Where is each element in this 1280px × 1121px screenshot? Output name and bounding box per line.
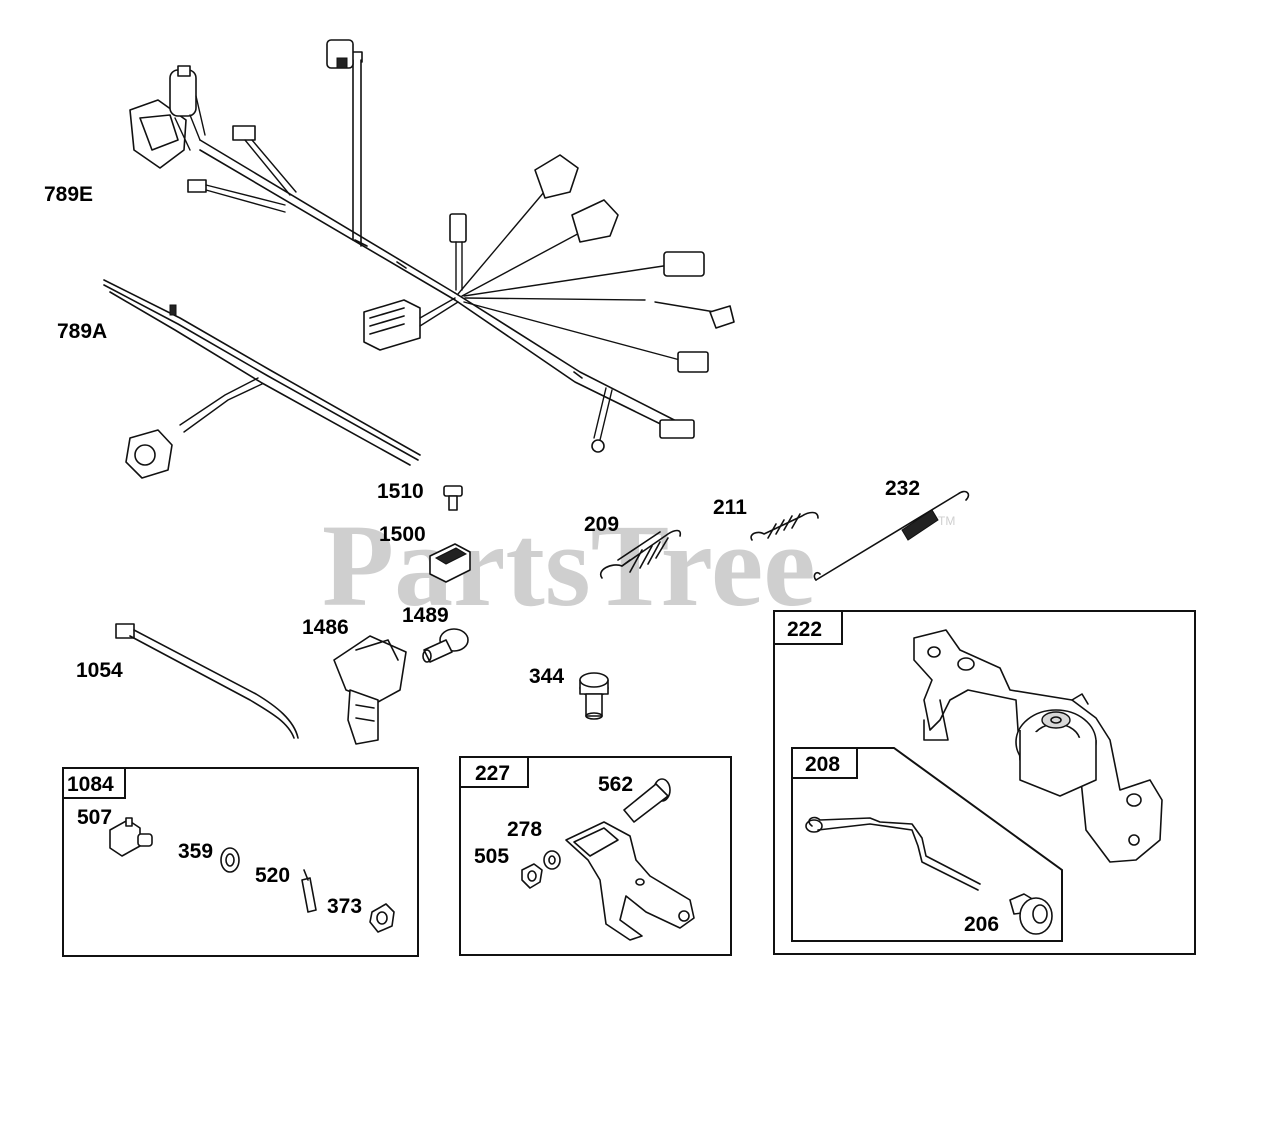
kit-222-label: 222 bbox=[787, 618, 822, 641]
watermark: PartsTree TM bbox=[322, 500, 955, 631]
nut-505[interactable] bbox=[521, 863, 543, 889]
kit-1084-label: 1084 bbox=[67, 773, 114, 796]
cable-tie-1054[interactable] bbox=[115, 623, 299, 739]
watermark-trademark: TM bbox=[938, 514, 955, 528]
callout-373: 373 bbox=[327, 895, 362, 918]
callout-278: 278 bbox=[507, 818, 542, 841]
callout-206: 206 bbox=[964, 913, 999, 936]
nut-373[interactable] bbox=[369, 903, 395, 933]
callout-789A: 789A bbox=[57, 320, 107, 343]
bolt-344[interactable] bbox=[579, 672, 609, 720]
bracket-lever[interactable] bbox=[565, 821, 695, 941]
kit-1084-box[interactable]: 1084 bbox=[62, 767, 419, 957]
callout-520: 520 bbox=[255, 864, 290, 887]
kit-227-label: 227 bbox=[475, 762, 510, 785]
bolt-1489[interactable] bbox=[422, 628, 469, 663]
spring-232[interactable] bbox=[813, 490, 970, 581]
callout-1510: 1510 bbox=[377, 480, 424, 503]
callout-232: 232 bbox=[885, 477, 920, 500]
callout-1054: 1054 bbox=[76, 659, 123, 682]
kit-222-box[interactable]: 222 208 bbox=[773, 610, 1196, 955]
main-wiring-harness[interactable] bbox=[129, 39, 735, 453]
screw-1510[interactable] bbox=[443, 485, 463, 511]
clip-520[interactable] bbox=[301, 869, 317, 913]
sensor-1486[interactable] bbox=[333, 635, 407, 745]
spring-209[interactable] bbox=[599, 529, 682, 579]
callout-507: 507 bbox=[77, 806, 112, 829]
callout-209: 209 bbox=[584, 513, 619, 536]
callout-211: 211 bbox=[713, 496, 747, 519]
watermark-text: PartsTree bbox=[322, 500, 816, 631]
lock-washer-359[interactable] bbox=[220, 847, 240, 873]
callout-1489: 1489 bbox=[402, 604, 449, 627]
switch-507[interactable] bbox=[109, 817, 153, 857]
kit-208-label: 208 bbox=[805, 753, 840, 776]
knob-206[interactable] bbox=[1009, 893, 1053, 935]
kit-208-box[interactable]: 208 bbox=[791, 747, 1063, 942]
callout-359: 359 bbox=[178, 840, 213, 863]
callout-1486: 1486 bbox=[302, 616, 349, 639]
callout-1500: 1500 bbox=[379, 523, 426, 546]
callout-789E: 789E bbox=[44, 183, 93, 206]
callout-344: 344 bbox=[529, 665, 564, 688]
pin-562[interactable] bbox=[623, 778, 671, 823]
callout-562: 562 bbox=[598, 773, 633, 796]
kit-227-box[interactable]: 227 bbox=[459, 756, 732, 956]
secondary-wiring-harness[interactable] bbox=[103, 279, 421, 479]
link-rod[interactable] bbox=[805, 816, 981, 891]
governor-assembly[interactable] bbox=[913, 629, 1163, 863]
connector-1500[interactable] bbox=[429, 543, 471, 583]
spring-211[interactable] bbox=[750, 511, 819, 541]
callout-505: 505 bbox=[474, 845, 509, 868]
washer-278[interactable] bbox=[543, 850, 561, 870]
